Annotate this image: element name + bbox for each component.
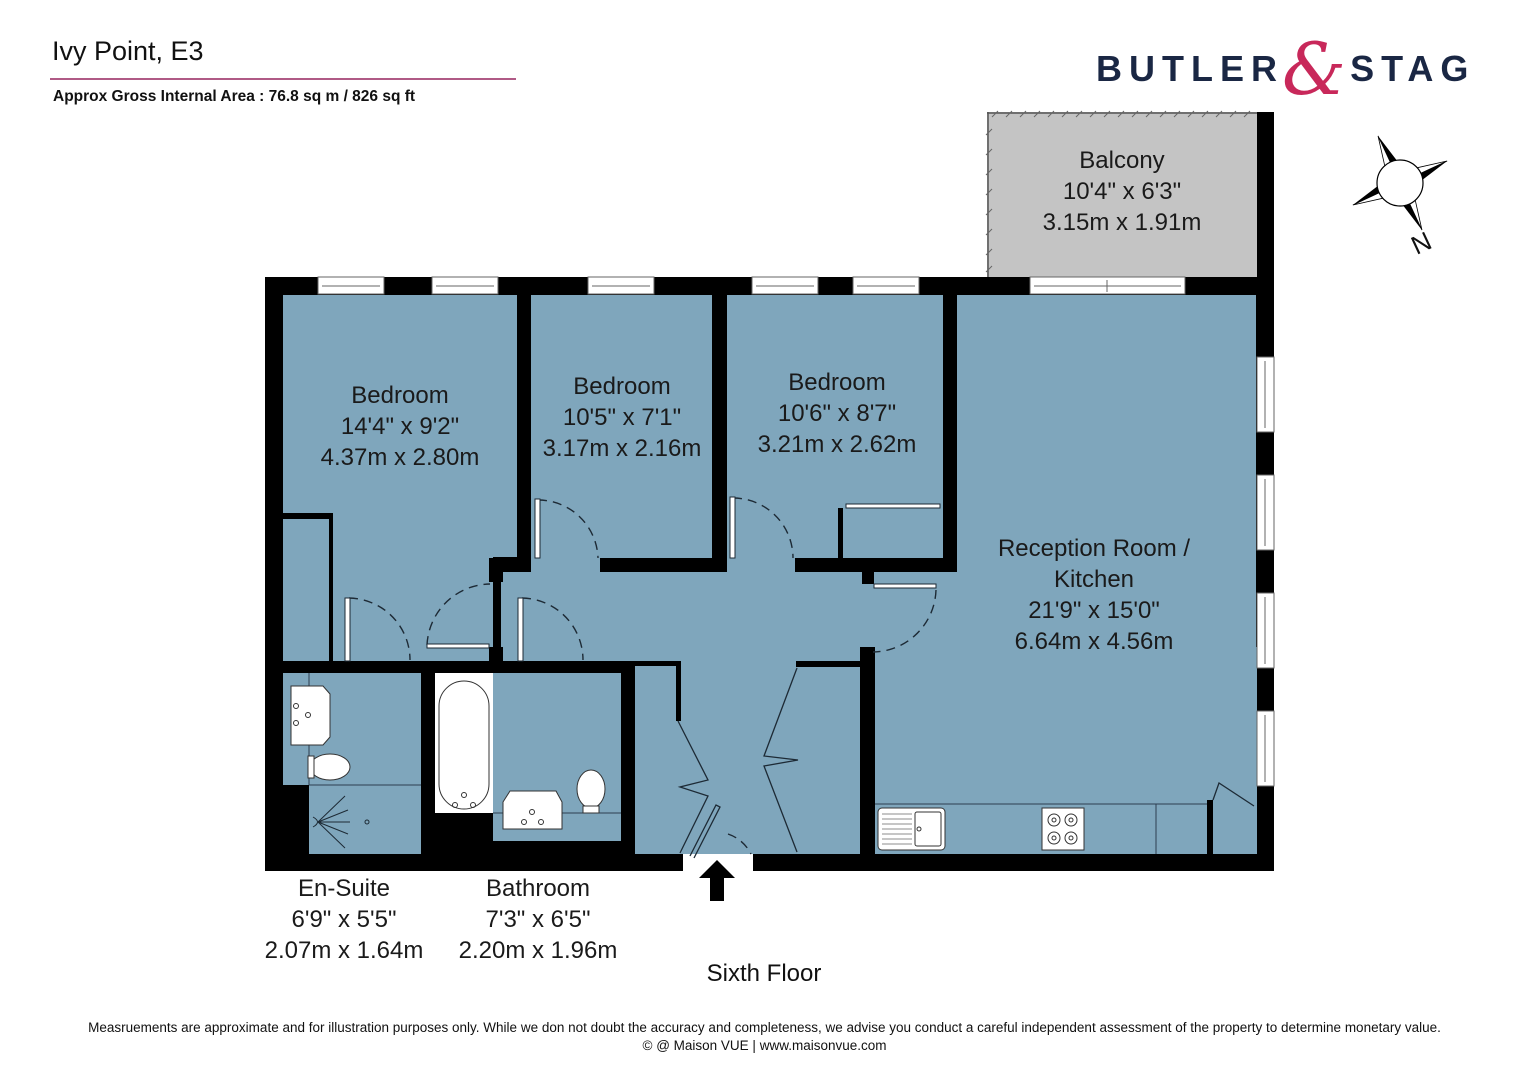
kitchen-sink xyxy=(877,807,946,851)
entrance-arrow-icon xyxy=(699,860,735,901)
brand-ampersand: & xyxy=(1282,27,1347,111)
disclaimer: Measruements are approximate and for ill… xyxy=(88,1020,1441,1035)
compass-icon xyxy=(1352,135,1448,231)
interior-walls xyxy=(265,295,1213,854)
ensuite-basin xyxy=(290,685,331,746)
bathroom-toilet xyxy=(576,769,606,814)
bathroom-basin xyxy=(502,790,563,830)
gross-internal-area: Approx Gross Internal Area : 76.8 sq m /… xyxy=(53,88,416,105)
balcony xyxy=(985,110,1274,282)
window-mullions xyxy=(322,280,1266,782)
room-label-balcony: Balcony 10'4" x 6'3" 3.15m x 1.91m xyxy=(1042,147,1202,236)
brand-word-right: STAG xyxy=(1350,48,1476,89)
room-label-bedroom-1: Bedroom 14'4" x 9'2" 4.37m x 2.80m xyxy=(320,382,480,471)
brand-logo: BUTLER & STAG xyxy=(1096,27,1476,111)
property-title: Ivy Point, E3 xyxy=(52,36,204,66)
bathtub xyxy=(435,673,493,813)
room-label-bedroom-2: Bedroom 10'5" x 7'1" 3.17m x 2.16m xyxy=(542,373,702,462)
ensuite-toilet xyxy=(307,753,351,781)
copyright: © @ Maison VUE | www.maisonvue.com xyxy=(642,1038,887,1053)
door-leaves xyxy=(344,496,941,662)
door-swings xyxy=(348,497,937,855)
shower-icon xyxy=(312,795,370,849)
room-label-bathroom: Bathroom 7'3" x 6'5" 2.20m x 1.96m xyxy=(458,875,618,964)
room-label-reception-kitchen: Reception Room / Kitchen 21'9" x 15'0" 6… xyxy=(997,535,1191,655)
title-divider xyxy=(50,78,516,80)
room-label-bedroom-3: Bedroom 10'6" x 8'7" 3.21m x 2.62m xyxy=(757,369,917,458)
kitchen-hob xyxy=(1041,807,1085,851)
cupboard-bifold-doors xyxy=(677,667,1255,859)
room-label-en-suite: En-Suite 6'9" x 5'5" 2.07m x 1.64m xyxy=(264,875,424,964)
floor-label: Sixth Floor xyxy=(706,960,822,987)
brand-word-left: BUTLER xyxy=(1096,48,1284,89)
